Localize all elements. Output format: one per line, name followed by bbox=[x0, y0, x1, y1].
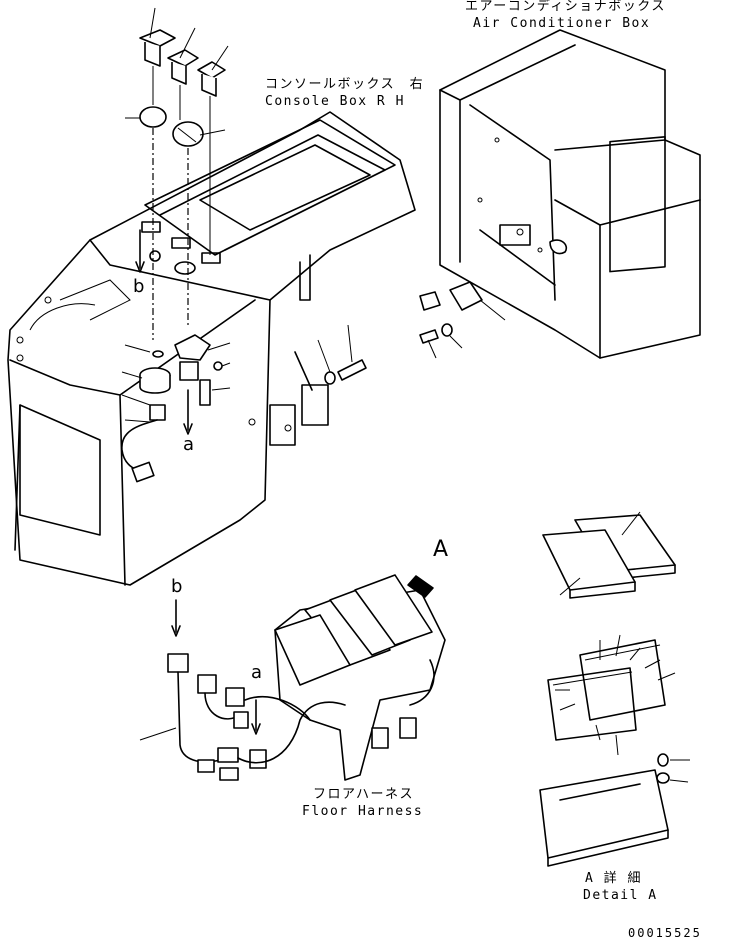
aircon-label-en: Air Conditioner Box bbox=[473, 16, 651, 31]
console-box-rh bbox=[7, 111, 416, 586]
floor-label-en: Floor Harness bbox=[302, 804, 424, 819]
drawing-number: 00015525 bbox=[628, 926, 702, 940]
floor-harness bbox=[139, 574, 446, 781]
console-label-en: Console Box R H bbox=[265, 94, 405, 109]
console-label-jp: コンソールボックス 右 bbox=[265, 77, 425, 92]
detail-label-en: Detail A bbox=[583, 888, 658, 903]
ref-a-bottom: a bbox=[251, 662, 263, 683]
detail-a-parts bbox=[539, 511, 690, 867]
air-conditioner-box bbox=[439, 29, 701, 359]
switch-assembly bbox=[121, 334, 231, 483]
leader-lines bbox=[555, 634, 676, 756]
switch-parts bbox=[125, 7, 229, 340]
relay-and-bolt bbox=[248, 324, 367, 426]
floor-label-jp: フロアハーネス bbox=[313, 787, 414, 802]
view-a-marker: A bbox=[433, 537, 449, 562]
buzzer-part bbox=[419, 281, 506, 359]
ref-b-bottom: b bbox=[171, 576, 183, 597]
ref-b-top: b bbox=[133, 276, 145, 297]
detail-label-jp: A 詳 細 bbox=[585, 871, 642, 886]
ref-a-top: a bbox=[183, 434, 195, 455]
aircon-label-jp: エアーコンディショナボックス bbox=[465, 0, 666, 14]
